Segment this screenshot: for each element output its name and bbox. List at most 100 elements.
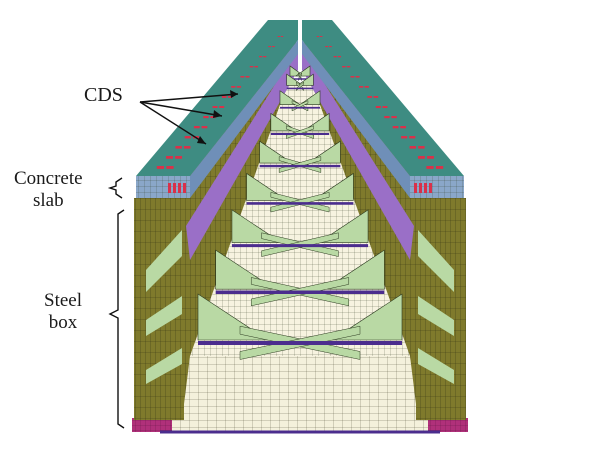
shear-stud [166,166,174,169]
shear-stud [236,86,242,88]
shear-stud [221,96,227,98]
shear-stud [325,46,328,48]
left-concrete-slab [136,20,298,198]
shear-stud [316,36,320,37]
bracing-level-7 [231,209,369,257]
shear-stud [358,86,364,88]
shear-stud [193,126,200,129]
shear-stud [280,36,284,37]
cds-label: CDS [84,84,123,106]
shear-stud [320,36,323,37]
shear-stud [417,156,425,159]
bracing-level-4 [270,112,330,139]
left-gusset-plate [259,140,294,164]
shear-stud [429,183,432,193]
shear-stud [249,66,254,68]
shear-stud [212,106,218,108]
shear-stud [156,166,164,169]
shear-stud [173,183,176,193]
shear-stud [259,56,263,58]
shear-stud [373,96,379,98]
left-box-wall [134,198,184,420]
shear-stud [183,183,186,193]
shear-stud [364,86,369,88]
shear-stud [436,166,444,169]
shear-stud [263,56,267,58]
bracing-level-9 [197,293,403,360]
shear-stud [384,116,390,119]
steel-box-label-line2: box [48,312,78,333]
shear-stud [375,106,381,108]
shear-stud [219,106,225,108]
concrete-slab-label-line1: Concrete [14,168,83,189]
shear-stud [342,66,346,68]
shear-stud [337,56,341,58]
shear-stud [333,56,337,58]
shear-stud [175,146,182,149]
left-gusset-plate [279,90,302,106]
steel-box-label: Steel box [44,290,82,334]
shear-stud [346,66,351,68]
bracing-level-5 [259,140,341,173]
shear-stud [367,96,372,98]
diagonal-brace-b [285,125,315,139]
right-gusset-plate [295,65,311,77]
shear-stud [382,106,388,108]
shear-stud [268,46,272,48]
bottom-flange [132,356,468,434]
shear-stud [391,116,397,119]
right-girder-web [302,26,418,420]
shear-stud [355,76,360,78]
right-gusset-plate [296,73,314,86]
shear-stud [175,156,183,159]
concrete-slab-label: Concrete slab [14,168,83,212]
left-gusset-plate [270,112,298,132]
shear-stud [424,183,427,193]
concrete-slab-label-line2: slab [32,190,64,211]
shear-studs [156,36,444,193]
shear-stud [426,166,434,169]
bracing-level-8 [215,249,385,307]
left-gusset-plate [231,209,283,243]
shear-stud [427,156,434,159]
diagonal-brace-b [278,156,322,173]
shear-stud [178,183,181,193]
shear-stud [245,76,250,78]
cross-bracing [197,65,403,360]
shear-stud [228,96,233,98]
shear-stud [254,66,258,68]
shear-stud [401,136,408,139]
shear-stud [201,126,208,129]
shear-stud [168,183,171,193]
right-gusset-plate [302,112,330,132]
bracing-level-2 [286,73,314,92]
shear-stud [419,183,422,193]
shear-stud [231,86,236,88]
right-gusset-plate [298,90,321,106]
shear-stud [184,146,191,149]
left-gusset-plate [215,249,276,290]
right-gusset-plate [306,140,341,164]
shear-stud [350,76,355,78]
shear-stud [414,183,417,193]
bracing-level-6 [246,172,354,213]
right-concrete-slab [302,20,464,198]
right-gusset-plate [317,209,369,243]
bracing-level-3 [279,90,321,112]
left-gusset-plate [286,73,304,86]
shear-stud [409,136,416,139]
shear-stud [409,146,416,149]
right-box-wall [416,198,466,420]
shear-stud [240,76,245,78]
shear-stud [400,126,407,129]
shear-stud [184,136,191,139]
shear-stud [328,46,332,48]
left-girder-web [182,26,298,420]
steel-box-label-line1: Steel [44,290,82,311]
annotation-lines [107,93,239,429]
shear-stud [166,156,173,159]
annotation-arrowheads [197,90,238,144]
shear-stud [203,116,209,119]
shear-stud [210,116,216,119]
